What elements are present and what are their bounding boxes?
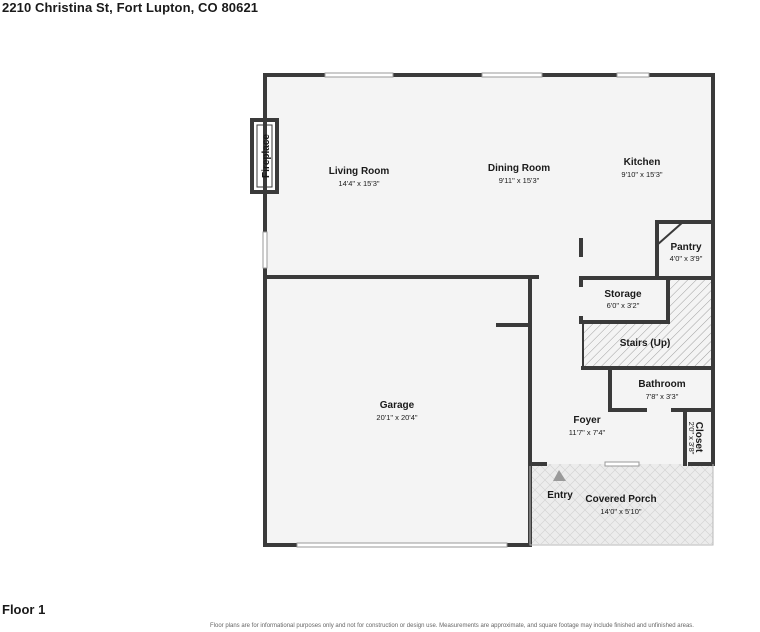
label-entry: Entry	[547, 490, 573, 501]
kitchen-name: Kitchen	[624, 157, 661, 168]
window-garage-door	[296, 542, 508, 548]
label-storage: Storage 6'0" x 3'2"	[604, 289, 642, 310]
label-kitchen: Kitchen 9'10" x 15'3"	[621, 157, 662, 179]
covered-porch-dims: 14'0" x 5'10"	[600, 507, 641, 516]
storage-dims: 6'0" x 3'2"	[607, 301, 640, 310]
label-covered-porch: Covered Porch 14'0" x 5'10"	[585, 494, 656, 516]
entry-name: Entry	[547, 490, 573, 501]
label-garage: Garage 20'1" x 20'4"	[376, 400, 417, 422]
stairs-name: Stairs (Up)	[620, 338, 671, 349]
kitchen-dims: 9'10" x 15'3"	[621, 170, 662, 179]
label-fireplace: Fireplace	[261, 134, 272, 178]
foyer-dims: 11'7" x 7'4"	[569, 428, 606, 437]
porch-outline	[529, 464, 714, 546]
property-address: 2210 Christina St, Fort Lupton, CO 80621	[2, 0, 259, 15]
window-foyer	[604, 461, 640, 467]
interior-walls	[263, 220, 715, 466]
foyer-name: Foyer	[573, 415, 600, 426]
living-room-name: Living Room	[329, 166, 390, 177]
fireplace-name: Fireplace	[261, 134, 272, 178]
label-dining-room: Dining Room 9'11" x 15'3"	[488, 163, 550, 185]
label-living-room: Living Room 14'4" x 15'3"	[329, 166, 390, 188]
pantry-door	[656, 221, 684, 246]
bathroom-dims: 7'8" x 3'3"	[646, 392, 679, 401]
garage-dims: 20'1" x 20'4"	[376, 413, 417, 422]
living-room-dims: 14'4" x 15'3"	[338, 179, 379, 188]
label-bathroom: Bathroom 7'8" x 3'3"	[638, 379, 685, 401]
label-foyer: Foyer 11'7" x 7'4"	[569, 415, 606, 437]
covered-porch-name: Covered Porch	[585, 494, 656, 505]
closet-name: Closet	[693, 422, 704, 453]
disclaimer: Floor plans are for informational purpos…	[210, 623, 694, 629]
pantry-dims: 4'0" x 3'9"	[670, 254, 703, 263]
window-kitchen	[616, 72, 650, 78]
dining-room-dims: 9'11" x 15'3"	[499, 176, 540, 185]
label-closet: Closet	[693, 422, 704, 453]
label-stairs: Stairs (Up)	[620, 338, 671, 349]
entry-arrow-icon	[553, 470, 566, 481]
window-living-side	[262, 231, 268, 269]
window-living	[324, 72, 394, 78]
dining-room-name: Dining Room	[488, 163, 550, 174]
storage-name: Storage	[604, 289, 642, 300]
label-closet-dims: 2'0" x 3'8"	[687, 422, 696, 455]
closet-dims: 2'0" x 3'8"	[687, 422, 696, 455]
window-dining	[481, 72, 543, 78]
bathroom-name: Bathroom	[638, 379, 685, 390]
garage-name: Garage	[380, 400, 415, 411]
floor-label: Floor 1	[2, 602, 46, 617]
pantry-name: Pantry	[670, 242, 702, 253]
label-pantry: Pantry 4'0" x 3'9"	[670, 242, 703, 263]
